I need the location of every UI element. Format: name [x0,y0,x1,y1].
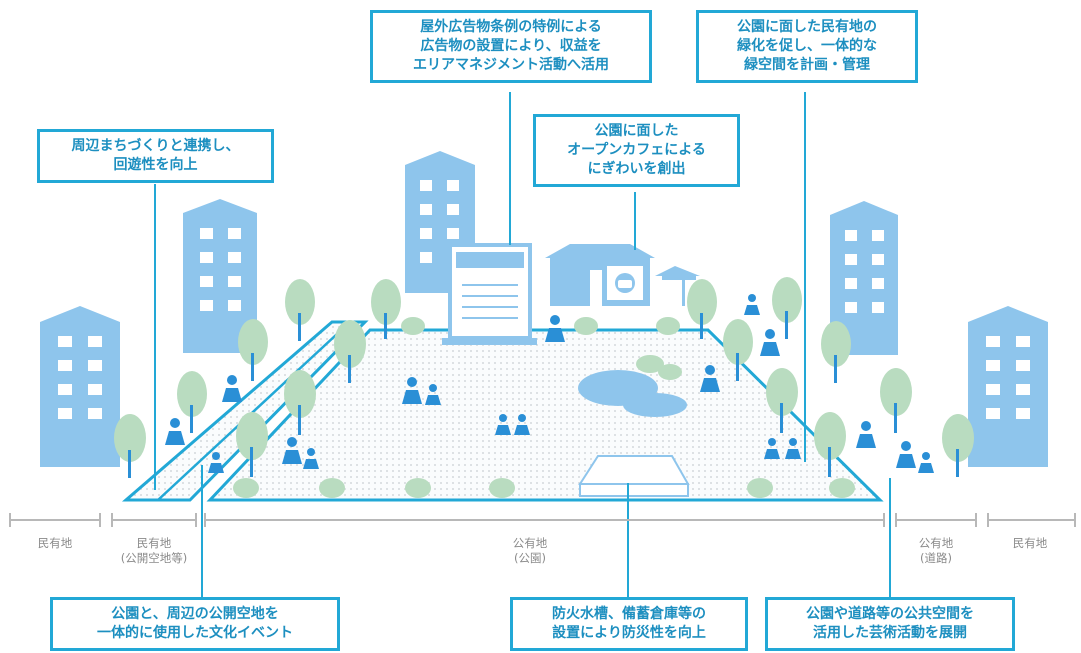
zone-label-private-right: 民有地 [995,536,1065,551]
tree [942,414,974,477]
zone-label-public-road: 公有地 (道路) [901,536,971,566]
zone-label-public-park: 公有地 (公園) [495,536,565,566]
tree [772,277,802,339]
zone-label-line: 公有地 [512,536,548,550]
zone-bars [9,513,1076,527]
tree [236,412,268,477]
person-icon [918,452,934,473]
tree [766,368,798,433]
advertising-kiosk [442,243,537,345]
person-icon [545,315,565,342]
person-icon [896,441,916,468]
callout-line: 防火水槽、備蓄倉庫等の [552,606,706,622]
tree [285,279,315,341]
person-icon [495,414,511,435]
person-icon [785,438,801,459]
callout-culture-event: 公園と、周辺の公開空地を 一体的に使用した文化イベント [50,597,340,651]
pond [578,355,687,417]
callout-line: にぎわいを創出 [587,161,686,177]
person-icon [303,448,319,469]
people [165,294,934,473]
leader-lines [154,92,891,597]
callout-greening: 公園に面した民有地の 緑化を促し、一体的な 緑空間を計画・管理 [696,10,918,83]
building-left [183,199,257,353]
building-far-right [968,306,1048,467]
callout-line: 屋外広告物条例の特例による [420,19,602,35]
callout-line: 一体的に使用した文化イベント [97,625,293,641]
tree [821,321,851,383]
callout-line: 活用した芸術活動を展開 [813,625,967,641]
person-icon [764,438,780,459]
person-icon [425,384,441,405]
callout-line: 公園に面した民有地の [737,19,877,35]
callout-cafe: 公園に面した オープンカフェによる にぎわいを創出 [533,114,740,187]
person-icon [282,437,302,464]
callout-disaster: 防火水槽、備蓄倉庫等の 設置により防災性を向上 [510,597,748,651]
person-icon [760,329,780,356]
zone-label-line: (道路) [920,551,952,565]
zone-label-line: (公開空地等) [120,551,188,565]
building-center [405,151,475,293]
fire-water-tank [578,455,690,497]
person-icon [700,365,720,392]
callout-line: 広告物の設置により、収益を [420,38,602,54]
callout-advertising: 屋外広告物条例の特例による 広告物の設置により、収益を エリアマネジメント活動へ… [370,10,652,83]
person-icon [402,377,422,404]
tree [687,279,717,339]
callout-line: 公園に面した [594,123,679,139]
person-icon [165,418,185,445]
tree [371,279,401,339]
open-cafe [545,244,700,306]
tree [238,319,268,381]
person-icon [856,421,876,448]
tree [880,368,912,433]
zone-label-line: 公有地 [918,536,954,550]
callout-line: 周辺まちづくりと連携し、 [71,138,240,154]
tree [723,319,753,381]
callout-line: 公園や道路等の公共空間を [806,606,974,622]
zone-label-line: (公園) [514,551,546,565]
callout-line: 緑化を促し、一体的な [737,38,877,54]
callout-line: 緑空間を計画・管理 [744,57,870,73]
person-icon [514,414,530,435]
zone-label-line: 民有地 [1012,536,1048,550]
zone-label-private-left: 民有地 [20,536,90,551]
person-icon [744,294,760,315]
trees [114,277,974,478]
callout-street-link: 周辺まちづくりと連携し、 回遊性を向上 [37,129,274,183]
callout-line: 回遊性を向上 [113,157,198,173]
walkway-divider [157,321,351,501]
zone-label-private-open-space: 民有地 (公開空地等) [104,536,204,566]
zone-label-line: 民有地 [136,536,172,550]
person-icon [222,375,242,402]
zone-label-line: 民有地 [37,536,73,550]
tree [114,414,146,478]
tree [177,371,207,433]
tree [334,320,366,383]
callout-art: 公園や道路等の公共空間を 活用した芸術活動を展開 [765,597,1015,651]
callout-line: オープンカフェによる [567,142,706,158]
callout-line: 設置により防災性を向上 [552,625,706,641]
tree [284,370,316,435]
person-icon [208,452,224,473]
callout-line: 公園と、周辺の公開空地を [111,606,279,622]
shrubs [233,317,855,498]
callout-line: エリアマネジメント活動へ活用 [413,57,609,73]
building-far-left [40,306,120,467]
tree [814,412,846,477]
